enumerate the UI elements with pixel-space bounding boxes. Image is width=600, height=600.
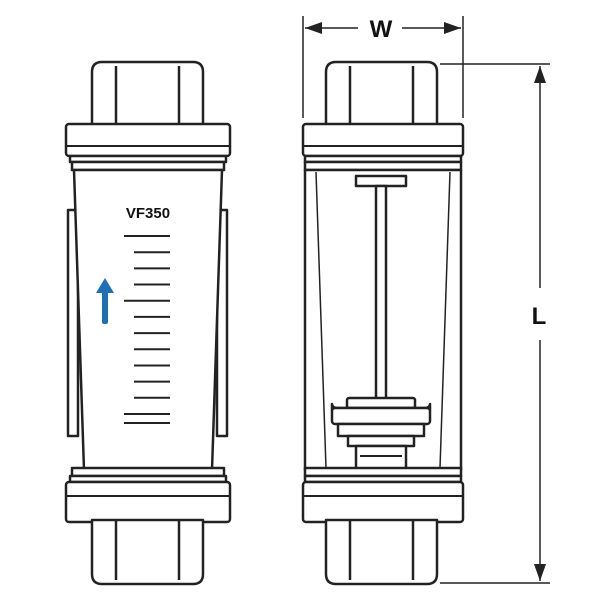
section-bottom-collar [301,466,465,524]
width-label: W [370,16,393,43]
float [330,396,432,472]
top-collar [64,122,232,172]
length-label: L [532,303,547,330]
length-dimension [440,63,550,584]
section-bottom-hex-fitting [324,518,439,586]
flow-direction-arrow-icon [96,278,114,324]
scale-ticks [124,235,170,424]
section-view [301,60,465,586]
bottom-hex-fitting [90,518,205,586]
section-top-hex-fitting [324,60,439,128]
bottom-collar [64,466,232,524]
section-top-collar [301,122,465,172]
top-hex-fitting [90,60,205,128]
model-label: VF350 [126,205,170,222]
width-dimension [302,16,464,118]
front-view [64,60,232,586]
